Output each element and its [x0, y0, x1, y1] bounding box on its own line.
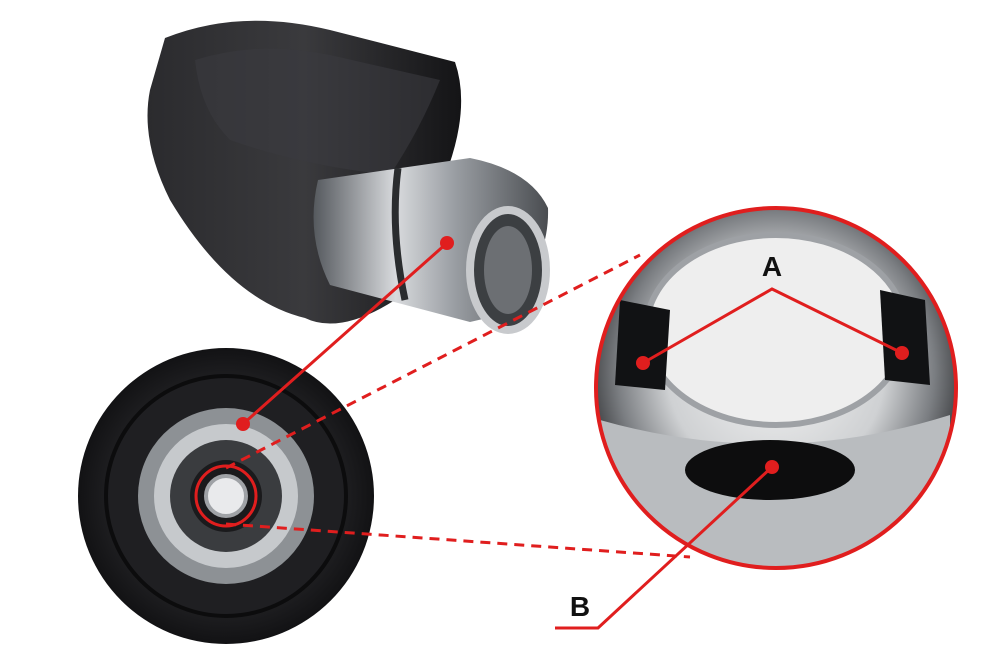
- callout-label-a: A: [762, 251, 782, 282]
- callout-b-line: [555, 465, 774, 630]
- sleeve-bore: [484, 226, 532, 314]
- callout-a-lines: [642, 287, 903, 365]
- magnifier-ring: [594, 206, 958, 570]
- end-view-highlight-ring: [194, 464, 258, 528]
- housing-highlight: [195, 48, 440, 175]
- notch-left: [615, 300, 670, 390]
- magnified-detail: [594, 206, 958, 570]
- callout-label-b: B: [570, 591, 590, 622]
- magnifier-guide-lower: [225, 522, 691, 559]
- connector-dot-side: [440, 236, 454, 250]
- housing-side-view: [147, 20, 550, 334]
- end-bore-shine: [204, 474, 248, 518]
- housing-end-view: [78, 348, 374, 644]
- connector-dot-end: [236, 417, 250, 431]
- callout-b-dot: [765, 460, 779, 474]
- callout-lines: [194, 236, 909, 630]
- callout-a-dot-left: [636, 356, 650, 370]
- magnifier-guide-upper: [225, 253, 641, 470]
- side-to-end-connector: [242, 241, 448, 426]
- callout-a-dot-right: [895, 346, 909, 360]
- notch-right: [880, 290, 930, 385]
